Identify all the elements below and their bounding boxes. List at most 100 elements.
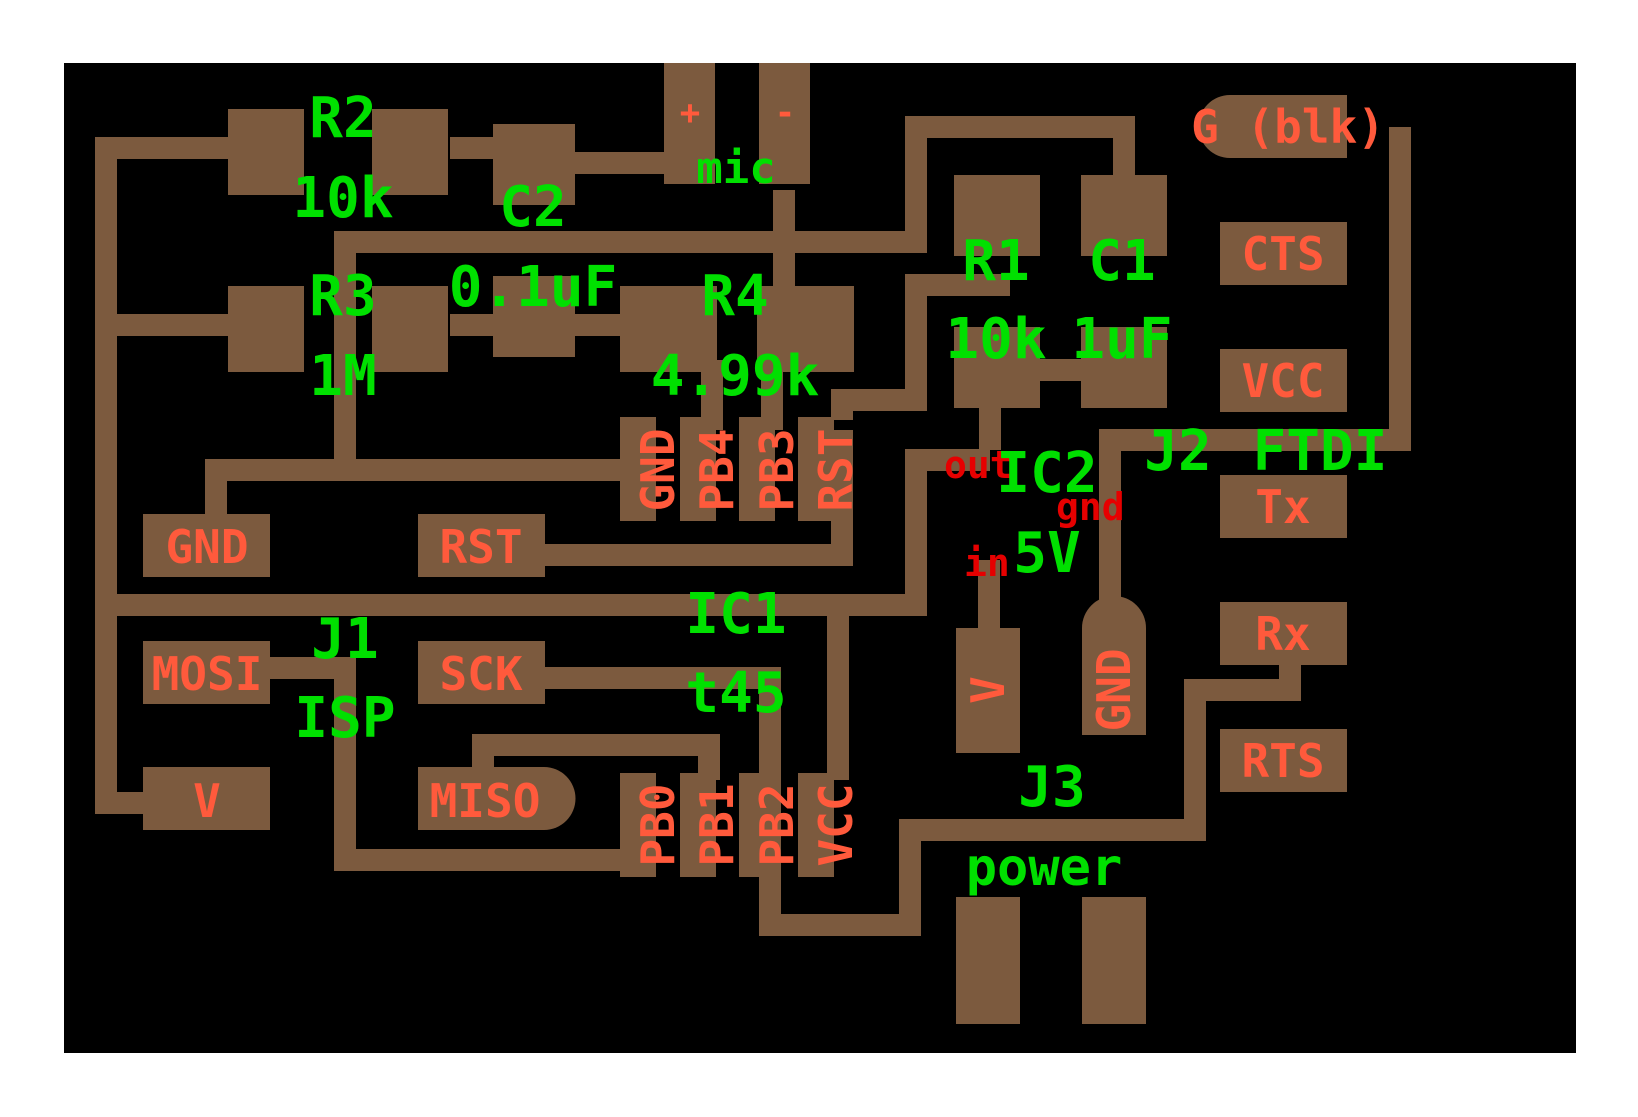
ic1-value: t45 xyxy=(685,661,786,726)
j2-pad-tx-label: Tx xyxy=(1255,480,1310,534)
j2-pad-vcc-label: VCC xyxy=(1241,354,1324,408)
r1-ref: R1 xyxy=(962,229,1029,294)
pad-c1-1 xyxy=(1081,175,1167,256)
ic1-pin-gnd: GND xyxy=(631,428,685,511)
ic1-pin-pb2: PB2 xyxy=(750,783,804,866)
trace-mosi xyxy=(270,657,640,871)
pad-j1-mosi xyxy=(143,641,270,704)
pad-ic1-rst xyxy=(798,417,834,521)
r2-ref: R2 xyxy=(309,86,376,151)
ic2-gnd-label: gnd xyxy=(1056,485,1125,529)
j3-value: power xyxy=(966,838,1123,898)
j1-pad-gnd-label: GND xyxy=(165,520,248,574)
pad-j2-rx xyxy=(1220,602,1347,665)
mic-minus-label: - xyxy=(775,93,795,133)
r2-value: 10k xyxy=(292,166,393,231)
pad-ic1-pb3 xyxy=(739,417,775,521)
pad-mic-plus xyxy=(664,63,715,184)
pad-labels: + - GND PB4 PB3 RST PB0 PB1 PB2 VCC GND … xyxy=(152,93,1385,867)
ic2-out-label: out xyxy=(944,443,1013,487)
ic1-pin-vcc: VCC xyxy=(809,783,863,866)
c2-ref: C2 xyxy=(499,175,566,240)
pad-r2-1 xyxy=(228,109,304,195)
ic2-value: 5V xyxy=(1013,521,1080,586)
r4-value: 4.99k xyxy=(651,344,820,409)
pad-r1-1 xyxy=(954,175,1040,256)
mic-ref: mic xyxy=(696,143,775,194)
pad-r2-2 xyxy=(372,109,448,195)
j1-pad-mosi-label: MOSI xyxy=(152,647,263,701)
j1-pad-sck-label: SCK xyxy=(439,647,522,701)
pad-r4-2 xyxy=(757,286,854,372)
trace-sck xyxy=(540,665,1301,936)
pad-ic1-vcc xyxy=(798,773,834,877)
j3-ref: J3 xyxy=(1018,755,1085,820)
ic1-pin-pb4: PB4 xyxy=(690,428,744,511)
pad-ic1-pb1 xyxy=(680,773,716,877)
c2-value: 0.1uF xyxy=(449,255,618,320)
ic2-in-label: in xyxy=(964,541,1010,585)
ic1-pin-pb0: PB0 xyxy=(631,783,685,866)
j2-pad-gnd-label: G (blk) xyxy=(1191,100,1385,154)
mic-plus-label: + xyxy=(680,93,700,133)
pad-r3-2 xyxy=(372,286,448,372)
trace-r3-node xyxy=(334,116,1135,470)
trace-vcc xyxy=(106,449,990,616)
ic2-ref: IC2 xyxy=(996,441,1097,506)
pad-j1-sck xyxy=(418,641,545,704)
j2-ref: J2 xyxy=(1144,419,1211,484)
r3-value: 1M xyxy=(309,344,376,409)
pad-r1-2 xyxy=(954,327,1040,408)
pad-j1-miso xyxy=(418,767,576,830)
silkscreen: R2 10k C2 0.1uF R3 1M mic R4 4.99k R1 10… xyxy=(292,86,1387,898)
pad-c2-2 xyxy=(493,276,575,357)
pad-r4-1 xyxy=(620,286,717,372)
pad-j3-1 xyxy=(956,897,1020,1024)
ic1-pin-pb3: PB3 xyxy=(750,428,804,511)
ic2-pad-gnd-label: GND xyxy=(1087,648,1141,731)
ic1-ref: IC1 xyxy=(685,582,786,647)
pad-ic1-pb0 xyxy=(620,773,656,877)
c1-value: 1uF xyxy=(1071,307,1172,372)
j1-ref: J1 xyxy=(311,607,378,672)
trace-rst xyxy=(540,430,853,566)
pad-j1-gnd xyxy=(143,514,270,577)
pad-ic1-pb4 xyxy=(680,417,716,521)
j1-value: ISP xyxy=(294,686,395,751)
trace-ftdi-gnd xyxy=(1099,127,1411,610)
pad-j2-rts xyxy=(1220,729,1347,792)
r1-value: 10k xyxy=(945,307,1046,372)
pad-j3-2 xyxy=(1082,897,1146,1024)
j1-pad-rst-label: RST xyxy=(439,520,522,574)
pad-c1-2 xyxy=(1081,327,1167,408)
trace-gnd xyxy=(205,459,640,523)
pad-c2-1 xyxy=(493,124,575,205)
trace-left-bus xyxy=(95,137,240,814)
pad-mic-minus xyxy=(759,63,810,184)
ic1-pin-rst: RST xyxy=(809,428,863,511)
c1-ref: C1 xyxy=(1088,229,1155,294)
pad-j1-v xyxy=(143,767,270,830)
r4-ref: R4 xyxy=(701,264,768,329)
ic2-pad-v-label: V xyxy=(961,676,1015,704)
j1-pad-v-label: V xyxy=(193,774,221,828)
pads xyxy=(143,63,1347,1024)
pad-ic2-gnd xyxy=(1082,596,1146,735)
pad-j2-vcc xyxy=(1220,349,1347,412)
pad-ic2-in xyxy=(956,628,1020,753)
trace-r1-rst xyxy=(831,274,1010,420)
pad-ic1-gnd xyxy=(620,417,656,521)
r3-ref: R3 xyxy=(309,264,376,329)
j2-pad-rts-label: RTS xyxy=(1241,734,1324,788)
pad-ic1-pb2 xyxy=(739,773,775,877)
j2-pad-rx-label: Rx xyxy=(1255,607,1310,661)
j2-value: FTDI xyxy=(1253,419,1388,484)
trace-miso xyxy=(472,734,720,780)
j1-pad-miso-label: MISO xyxy=(430,774,541,828)
j2-pad-cts-label: CTS xyxy=(1241,227,1324,281)
pad-j2-cts xyxy=(1220,222,1347,285)
pad-j1-rst xyxy=(418,514,545,577)
ic1-pin-pb1: PB1 xyxy=(690,783,744,866)
pad-j2-gnd xyxy=(1198,95,1347,158)
